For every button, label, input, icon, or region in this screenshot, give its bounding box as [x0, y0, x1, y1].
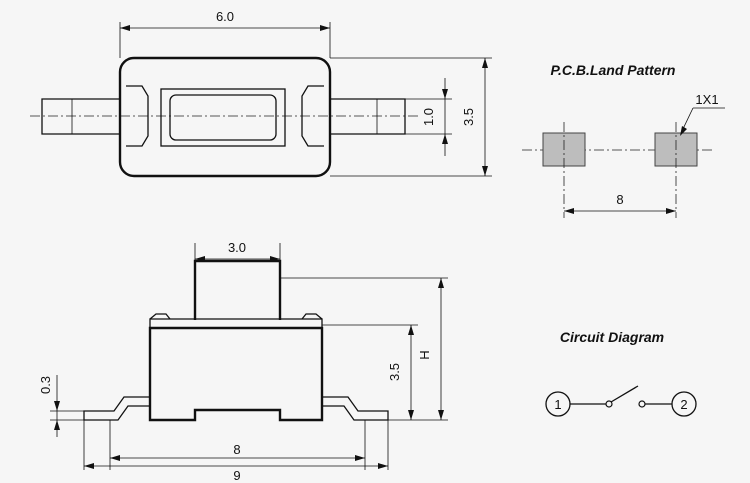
terminal-2-label: 2 [680, 397, 687, 412]
arrow-head [120, 25, 130, 31]
arrow-head [482, 58, 488, 68]
cover-tab-left [149, 313, 171, 320]
arrow-head [408, 325, 414, 335]
right-gull-wing-lead [322, 396, 389, 421]
arrow-head [442, 134, 448, 144]
pad-size-label: 1X1 [695, 92, 718, 107]
arrow-head [84, 463, 94, 469]
terminal-1-label: 1 [554, 397, 561, 412]
cover-tab-right [301, 313, 323, 320]
arrow-head [355, 455, 365, 461]
arrow-head [378, 463, 388, 469]
slot-dimension-label: 1.0 [421, 108, 436, 126]
right-lead [330, 98, 406, 135]
left-bracket [126, 85, 149, 147]
arrow-head [408, 410, 414, 420]
total-span-label: 9 [233, 468, 240, 483]
arrow-head [482, 166, 488, 176]
left-gull-wing-lead [83, 396, 150, 421]
arrow-head [442, 89, 448, 99]
pitch-label: 8 [616, 192, 623, 207]
arrow-head [54, 401, 60, 411]
arrow-head [320, 25, 330, 31]
terminal-2-circle [671, 391, 697, 417]
switch-body-outline [118, 56, 332, 178]
body-span-label: 8 [233, 442, 240, 457]
side-view: 3.0 H 3.5 0.3 8 9 [38, 240, 448, 483]
total-height-label: H [417, 350, 432, 359]
width-dimension-label: 6.0 [216, 9, 234, 24]
arrow-head [438, 278, 444, 288]
left-lead [41, 98, 120, 135]
arrow-head [564, 208, 574, 214]
top-view: 6.0 1.0 3.5 [30, 9, 492, 178]
land-pattern-title: P.C.B.Land Pattern [551, 62, 676, 78]
actuator-frame [160, 88, 286, 147]
arrow-head [54, 420, 60, 430]
cover-plate [149, 318, 323, 328]
right-bracket [301, 85, 324, 147]
arrow-head [438, 410, 444, 420]
switch-body-side [148, 326, 324, 422]
circuit-diagram: Circuit Diagram 1 2 [545, 329, 697, 417]
arrow-head [110, 455, 120, 461]
arrow-head [666, 208, 676, 214]
body-height-label: 3.5 [387, 363, 402, 381]
circuit-diagram-title: Circuit Diagram [560, 329, 664, 345]
height-dimension-label: 3.5 [461, 108, 476, 126]
actuator-top [169, 94, 277, 141]
pcb-land-pattern: P.C.B.Land Pattern 1X1 8 [522, 62, 725, 218]
actuator [193, 259, 282, 320]
contact-right [638, 400, 646, 408]
switch-blade [610, 385, 639, 403]
arrow-head [680, 126, 687, 136]
arrow-head [270, 256, 280, 262]
lead-thickness-label: 0.3 [38, 376, 53, 394]
arrow-head [195, 256, 205, 262]
contact-left [605, 400, 613, 408]
actuator-width-label: 3.0 [228, 240, 246, 255]
